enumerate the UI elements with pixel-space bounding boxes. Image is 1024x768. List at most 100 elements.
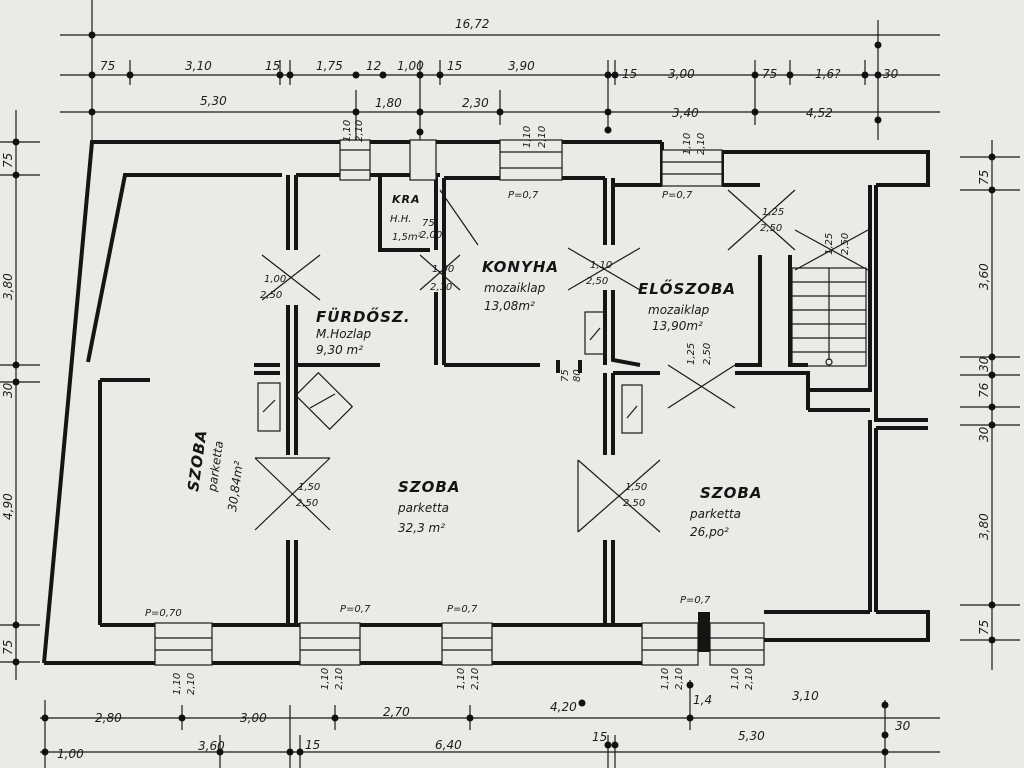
dim-top-r2-3: 3,40 bbox=[672, 106, 699, 120]
parapet-1: P=0,70 bbox=[145, 608, 182, 619]
dim-bottom-r1-6: 30 bbox=[895, 719, 911, 733]
dim-bottom-r1-5: 3,10 bbox=[792, 689, 819, 703]
room-left: SZOBA parketta 30,84m² bbox=[184, 428, 246, 512]
room-center-floor: parketta bbox=[397, 501, 449, 515]
dim-top-r1-9: 3,00 bbox=[668, 67, 695, 81]
door-small-a: 75 bbox=[560, 369, 571, 382]
dim-right-2: 30 bbox=[977, 356, 991, 372]
door-kitchen2-b: 2,10 bbox=[430, 282, 452, 293]
win-b1-b: 2,10 bbox=[186, 673, 197, 695]
dim-right-1: 3,60 bbox=[977, 263, 991, 290]
top-dimension-lines: 16,72 75 3,10 15 1,75 12 1,00 15 3,90 15… bbox=[60, 0, 940, 140]
dim-top-r1-10: 75 bbox=[762, 67, 777, 81]
window-bottom-1 bbox=[154, 622, 213, 666]
room-wc-dim-a: 75 bbox=[422, 218, 435, 229]
room-center-name: SZOBA bbox=[398, 478, 460, 496]
room-kitchen-area: 13,08m² bbox=[484, 299, 535, 313]
win-b2-b: 2,10 bbox=[334, 668, 345, 690]
dim-right-3: 76 bbox=[977, 382, 991, 398]
win-b4-b: 2,10 bbox=[674, 668, 685, 690]
dim-right-0: 75 bbox=[977, 170, 991, 185]
dim-top-r1-7: 3,90 bbox=[508, 59, 535, 73]
dim-top-r1-11: 1,6? bbox=[815, 67, 841, 81]
win-b5-a: 1,10 bbox=[730, 668, 741, 690]
dim-bottom-r1-1: 3,00 bbox=[240, 711, 267, 725]
room-center: SZOBA parketta 32,3 m² bbox=[397, 478, 460, 535]
dim-left-3: 4,90 bbox=[1, 493, 15, 520]
win-t4-a: 1,10 bbox=[682, 133, 693, 155]
room-center-area: 32,3 m² bbox=[398, 521, 445, 535]
parapet-6: P=0,7 bbox=[662, 190, 693, 201]
door-szoba-b: 2,50 bbox=[296, 498, 318, 509]
window-bottom-3 bbox=[441, 622, 493, 666]
win-t1-a: 1,10 bbox=[342, 120, 353, 142]
dim-bottom-r1-4: 1,4 bbox=[693, 693, 712, 707]
win-b1-a: 1,10 bbox=[172, 673, 183, 695]
window-bottom-2 bbox=[299, 622, 361, 666]
room-bath: FÜRDŐSZ. M.Hozlap 9,30 m² bbox=[316, 306, 411, 357]
dim-top-r1-5: 1,00 bbox=[397, 59, 424, 73]
room-kitchen-name: KONYHA bbox=[482, 258, 559, 276]
room-wc-line2: 1,5m² bbox=[392, 232, 422, 243]
win-t3-b: 2,10 bbox=[537, 126, 548, 148]
door-elo-b: 2,50 bbox=[760, 223, 782, 234]
door-kitchen2-a: 1,00 bbox=[432, 264, 454, 275]
dim-bottom-r1-3: 4,20 bbox=[550, 700, 577, 714]
staircase bbox=[791, 267, 867, 367]
win-b5-b: 2,10 bbox=[744, 668, 755, 690]
dim-bottom-r2-2: 15 bbox=[305, 738, 320, 752]
dim-bottom-r2-5: 5,30 bbox=[738, 729, 765, 743]
door-szoba2-b: 2,50 bbox=[623, 498, 645, 509]
window-bottom-5 bbox=[709, 622, 765, 666]
dim-top-r1-6: 15 bbox=[447, 59, 462, 73]
parapet-2: P=0,7 bbox=[340, 604, 371, 615]
window-top-4 bbox=[661, 149, 723, 187]
door-stair-a: 1,25 bbox=[824, 233, 835, 255]
dim-left-4: 75 bbox=[1, 640, 15, 655]
room-bath-name: FÜRDŐSZ. bbox=[316, 306, 411, 326]
room-hall: ELŐSZOBA mozaiklap 13,90m² bbox=[638, 278, 736, 333]
dim-bottom-r2-4: 15 bbox=[592, 730, 607, 744]
room-wc-dim-b: 2,00 bbox=[420, 230, 442, 241]
exterior-walls bbox=[42, 140, 930, 665]
door-szoba2-a: 1,50 bbox=[625, 482, 647, 493]
room-right-name: SZOBA bbox=[700, 484, 762, 502]
dim-top-r1-12: 30 bbox=[883, 67, 899, 81]
win-t4-b: 2,10 bbox=[696, 133, 707, 155]
windows bbox=[154, 139, 765, 666]
dim-top-r2-2: 2,30 bbox=[462, 96, 489, 110]
dim-right-6: 75 bbox=[977, 620, 991, 635]
room-right: SZOBA parketta 26,po² bbox=[689, 484, 762, 539]
window-top-3 bbox=[499, 139, 563, 181]
dim-bottom-r2-0: 1,00 bbox=[57, 747, 84, 761]
room-bath-floor: M.Hozlap bbox=[316, 327, 372, 341]
room-bath-area: 9,30 m² bbox=[316, 343, 363, 357]
dim-right-5: 3,80 bbox=[977, 513, 991, 540]
room-hall-floor: mozaiklap bbox=[648, 303, 710, 317]
door-hall-a: 1,25 bbox=[686, 343, 697, 365]
door-stair-b: 2,50 bbox=[840, 233, 851, 255]
win-b3-b: 2,10 bbox=[470, 668, 481, 690]
door-szoba-a: 1,50 bbox=[298, 482, 320, 493]
window-labels: 1,10 2,10 1,10 2,10 1,10 2,10 1,10 2,10 … bbox=[145, 120, 755, 695]
dim-bottom-r2-3: 6,40 bbox=[435, 738, 462, 752]
left-dimension-line: 75 3,80 30 4,90 75 bbox=[0, 110, 40, 680]
door-small-b: 80 bbox=[572, 369, 583, 382]
dim-top-r1-1: 3,10 bbox=[185, 59, 212, 73]
door-hall-b: 2,50 bbox=[702, 343, 713, 365]
room-kitchen-floor: mozaiklap bbox=[484, 281, 546, 295]
parapet-5: P=0,7 bbox=[508, 190, 539, 201]
window-top-1 bbox=[339, 139, 371, 181]
room-wc: KRA H.H. 1,5m² 75 2,00 bbox=[390, 193, 442, 243]
dim-top-r2-4: 4,52 bbox=[806, 106, 833, 120]
room-right-floor: parketta bbox=[689, 507, 741, 521]
door-mid-b: 2,50 bbox=[260, 290, 282, 301]
door-kitchen-b: 2,50 bbox=[586, 276, 608, 287]
room-hall-name: ELŐSZOBA bbox=[638, 278, 736, 298]
chimneys bbox=[257, 311, 643, 434]
dim-top-r2-1: 1,80 bbox=[375, 96, 402, 110]
room-left-area: 30,84m² bbox=[225, 460, 246, 512]
room-hall-area: 13,90m² bbox=[652, 319, 703, 333]
interior-walls bbox=[254, 173, 810, 625]
door-mid-a: 1,00 bbox=[264, 274, 286, 285]
